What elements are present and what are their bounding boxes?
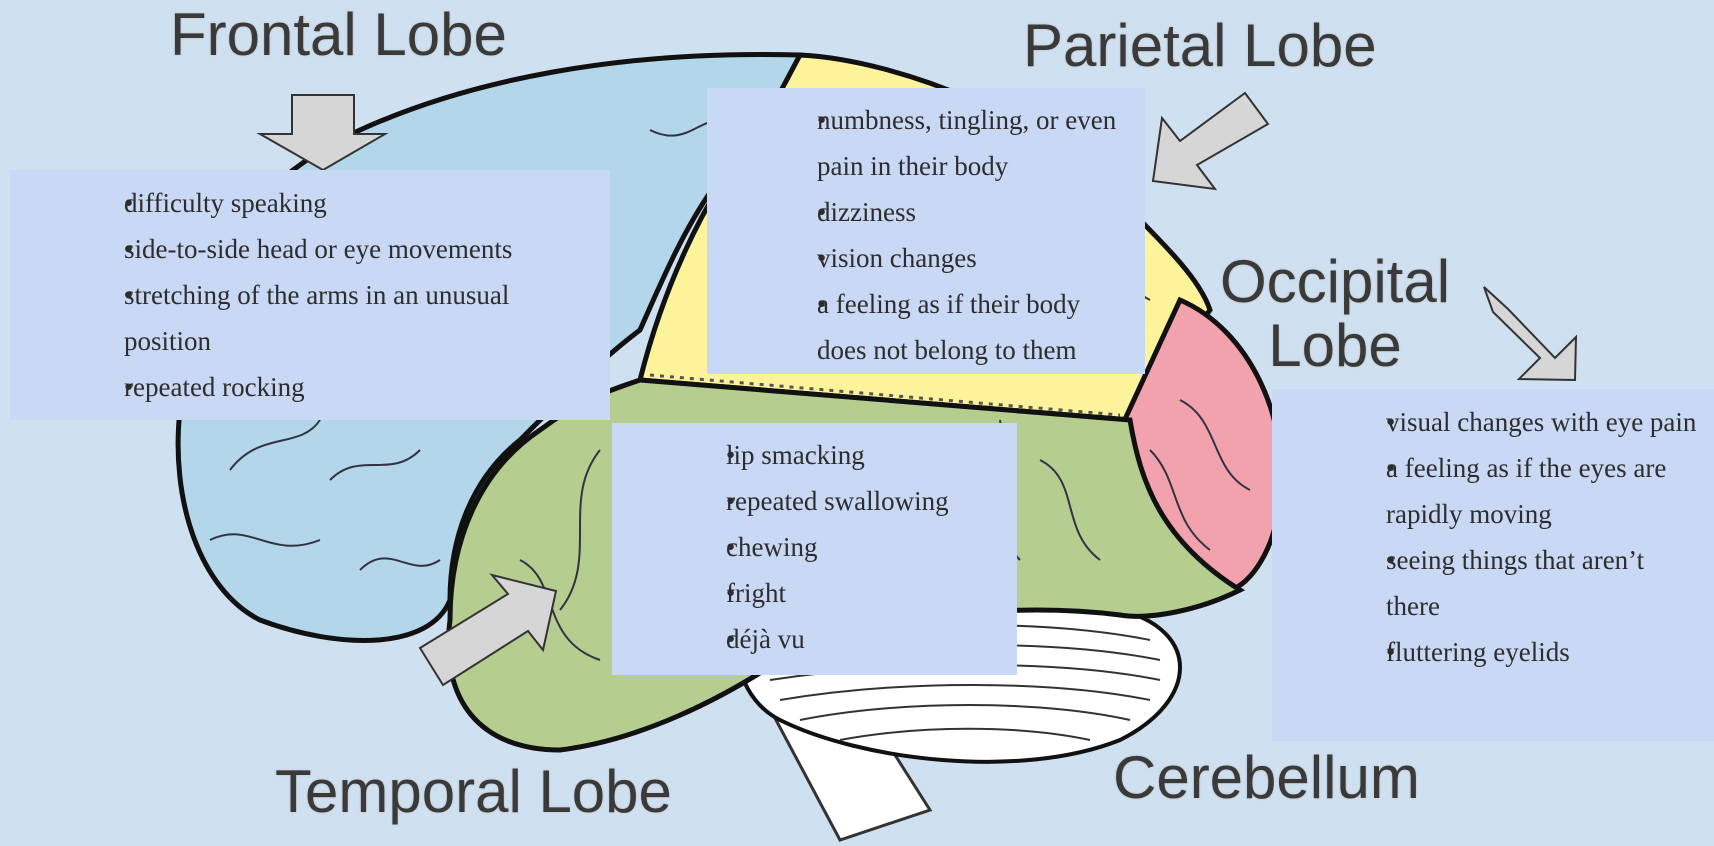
parietal-symptom-item: dizziness	[755, 189, 1125, 235]
frontal-symptom-item: difficulty speaking	[62, 180, 570, 226]
occipital-symptom-item: fluttering eyelids	[1324, 629, 1704, 675]
parietal-symptoms-list: numbness, tingling, or even pain in thei…	[755, 97, 1125, 373]
frontal-symptom-item: side-to-side head or eye movements	[62, 226, 570, 272]
frontal-symptom-item: repeated rocking	[62, 364, 570, 410]
parietal-symptom-item: a feeling as if their body does not belo…	[755, 281, 1125, 373]
temporal-symptoms-list: lip smackingrepeated swallowingchewingfr…	[664, 432, 997, 662]
frontal-symptoms-list: difficulty speakingside-to-side head or …	[62, 180, 570, 410]
temporal-symptoms-panel: lip smackingrepeated swallowingchewingfr…	[612, 423, 1017, 675]
parietal-symptoms-panel: numbness, tingling, or even pain in thei…	[707, 88, 1145, 374]
frontal-symptoms-panel: difficulty speakingside-to-side head or …	[10, 170, 610, 420]
occipital-symptom-item: a feeling as if the eyes are rapidly mov…	[1324, 445, 1704, 537]
frontal-lobe-label: Frontal Lobe	[170, 5, 507, 65]
occipital-symptoms-list: visual changes with eye paina feeling as…	[1324, 399, 1704, 675]
occipital-label-line2: Lobe	[1215, 314, 1455, 378]
temporal-symptom-item: lip smacking	[664, 432, 997, 478]
parietal-symptom-item: vision changes	[755, 235, 1125, 281]
parietal-symptom-item: numbness, tingling, or even pain in thei…	[755, 97, 1125, 189]
temporal-lobe-label: Temporal Lobe	[275, 762, 672, 822]
parietal-arrow-icon	[1153, 93, 1268, 189]
frontal-symptom-item: stretching of the arms in an unusual pos…	[62, 272, 570, 364]
parietal-lobe-label: Parietal Lobe	[1023, 16, 1377, 76]
temporal-symptom-item: fright	[664, 570, 997, 616]
occipital-lobe-label: Occipital Lobe	[1215, 250, 1455, 378]
cerebellum-label: Cerebellum	[1113, 748, 1420, 808]
occipital-label-line1: Occipital	[1215, 250, 1455, 314]
occipital-symptom-item: visual changes with eye pain	[1324, 399, 1704, 445]
temporal-symptom-item: déjà vu	[664, 616, 997, 662]
occipital-symptoms-panel: visual changes with eye paina feeling as…	[1272, 389, 1714, 741]
occipital-arrow-icon	[1484, 287, 1576, 380]
temporal-symptom-item: chewing	[664, 524, 997, 570]
temporal-symptom-item: repeated swallowing	[664, 478, 997, 524]
occipital-symptom-item: seeing things that aren’t there	[1324, 537, 1704, 629]
